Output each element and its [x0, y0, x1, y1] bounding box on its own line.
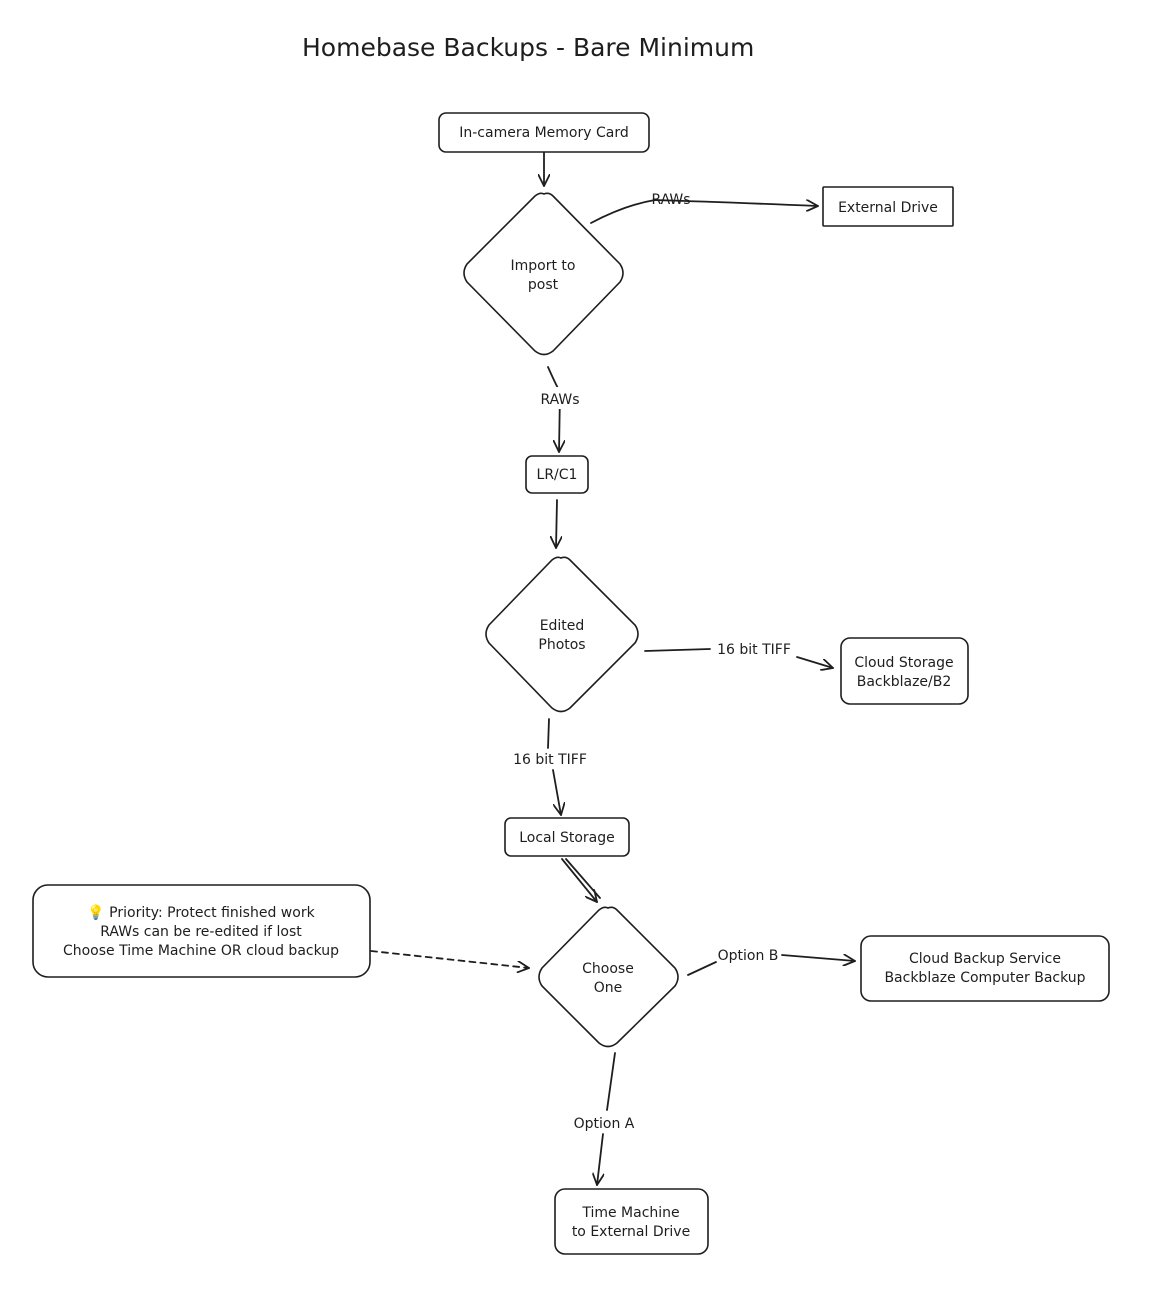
edge-label-option-a: Option A	[574, 1116, 635, 1132]
node-cloud-storage: Cloud Storage Backblaze/B2	[840, 637, 969, 705]
edge-choose-timemachine: Option A	[574, 1052, 635, 1185]
node-cloud-backup-service: Cloud Backup Service Backblaze Computer …	[860, 935, 1110, 1002]
node-cloud-backup-line-1: Cloud Backup Service	[909, 951, 1061, 967]
node-external-drive-label: External Drive	[838, 200, 938, 216]
node-edited-photos: Edited Photos	[485, 556, 639, 713]
priority-note-line-1: 💡 Priority: Protect finished work	[87, 904, 315, 921]
node-cloud-storage-line-1: Cloud Storage	[854, 655, 953, 671]
edge-label-tiff-down: 16 bit TIFF	[513, 752, 587, 768]
node-external-drive: External Drive	[822, 186, 954, 227]
priority-note: 💡 Priority: Protect finished work RAWs c…	[32, 884, 371, 978]
node-cloud-backup-line-2: Backblaze Computer Backup	[884, 970, 1085, 986]
node-edited-line-1: Edited	[540, 618, 585, 634]
edge-choose-cloudbackup: Option B	[687, 948, 855, 976]
edge-label-tiff-right: 16 bit TIFF	[717, 642, 791, 658]
node-choose-line-2: One	[594, 980, 623, 996]
edge-edited-local: 16 bit TIFF	[513, 718, 587, 815]
node-choose-line-1: Choose	[582, 961, 634, 977]
node-lr-c1: LR/C1	[525, 455, 589, 494]
edge-import-lr: RAWs	[534, 366, 586, 453]
node-memory-card: In-camera Memory Card	[438, 112, 650, 153]
node-memory-card-label: In-camera Memory Card	[459, 125, 629, 141]
node-time-machine-line-1: Time Machine	[581, 1205, 679, 1221]
node-local-storage: Local Storage	[504, 817, 630, 857]
node-import-line-2: post	[528, 277, 559, 293]
edge-lr-edited	[556, 499, 557, 549]
edge-import-external: RAWs	[590, 192, 819, 224]
node-lr-c1-label: LR/C1	[537, 467, 578, 483]
edge-label-raws-right: RAWs	[651, 192, 690, 208]
edge-note-choose	[370, 950, 530, 968]
node-import-line-1: Import to	[511, 258, 576, 274]
edge-label-raws-down: RAWs	[540, 392, 579, 408]
edge-edited-cloud: 16 bit TIFF	[644, 642, 833, 668]
node-time-machine: Time Machine to External Drive	[554, 1188, 709, 1255]
node-time-machine-line-2: to External Drive	[572, 1224, 690, 1240]
node-choose-one: Choose One	[538, 906, 679, 1048]
edge-local-choose	[561, 858, 601, 903]
priority-note-line-2: RAWs can be re-edited if lost	[100, 924, 302, 940]
node-local-storage-label: Local Storage	[519, 830, 615, 846]
edge-label-option-b: Option B	[718, 948, 779, 964]
diagram-title: Homebase Backups - Bare Minimum	[302, 33, 754, 62]
priority-note-line-3: Choose Time Machine OR cloud backup	[63, 943, 339, 959]
node-import-to-post: Import to post	[463, 192, 624, 356]
node-edited-line-2: Photos	[538, 637, 585, 653]
node-cloud-storage-line-2: Backblaze/B2	[857, 674, 952, 690]
